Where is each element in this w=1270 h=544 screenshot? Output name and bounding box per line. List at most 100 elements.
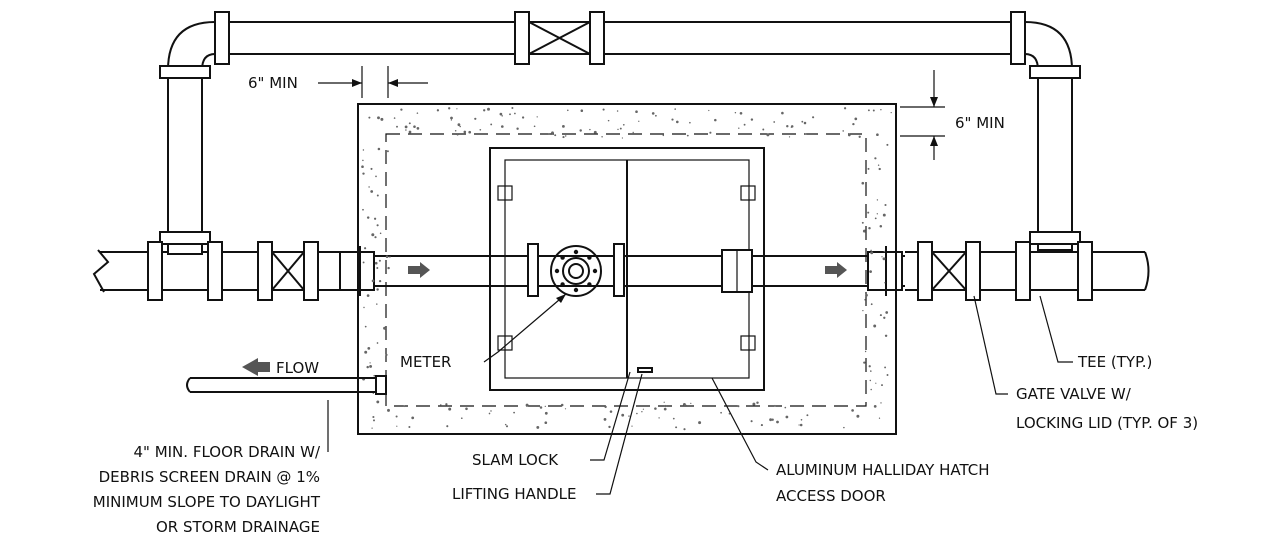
concrete-speckle: [362, 149, 365, 151]
concrete-speckle: [862, 309, 864, 312]
concrete-speckle: [368, 186, 370, 188]
concrete-speckle: [376, 303, 378, 305]
concrete-speckle: [396, 425, 398, 427]
concrete-speckle: [766, 133, 770, 137]
concrete-speckle: [602, 108, 605, 111]
concrete-speckle: [739, 111, 743, 115]
concrete-speckle: [698, 421, 702, 425]
concrete-speckle: [499, 112, 503, 116]
concrete-speckle: [686, 134, 689, 137]
concrete-speckle: [385, 255, 389, 259]
concrete-speckle: [672, 417, 675, 420]
concrete-speckle: [879, 314, 882, 317]
concrete-speckle: [608, 425, 611, 429]
min-horizontal-label: 6" MIN: [248, 74, 298, 92]
concrete-speckle: [873, 405, 877, 408]
concrete-speckle: [851, 409, 854, 412]
concrete-speckle: [554, 134, 557, 137]
concrete-speckle: [812, 116, 815, 119]
concrete-speckle: [366, 365, 369, 369]
concrete-speckle: [663, 401, 665, 403]
concrete-speckle: [870, 251, 874, 255]
concrete-speckle: [867, 109, 870, 112]
concrete-speckle: [877, 164, 880, 166]
meter-assembly: [527, 243, 753, 297]
meter-bolt: [554, 268, 560, 274]
concrete-speckle: [562, 125, 565, 128]
floor-drain-label-line-2: DEBRIS SCREEN DRAIN @ 1%: [99, 468, 320, 486]
concrete-speckle: [869, 270, 872, 273]
concrete-speckle: [799, 423, 803, 427]
concrete-speckle: [536, 425, 540, 429]
concrete-speckle: [413, 125, 416, 128]
concrete-speckle: [396, 125, 398, 128]
concrete-speckle: [752, 402, 756, 406]
meter-label: METER: [400, 353, 451, 371]
concrete-speckle: [874, 217, 877, 220]
concrete-speckle: [884, 203, 887, 207]
concrete-speckle: [842, 130, 844, 132]
concrete-speckle: [886, 374, 889, 376]
concrete-speckle: [371, 279, 375, 283]
concrete-speckle: [621, 413, 625, 417]
tee-label: TEE (TYP.): [1077, 353, 1152, 371]
concrete-speckle: [364, 350, 368, 354]
concrete-speckle: [635, 110, 638, 114]
concrete-speckle: [385, 353, 388, 356]
concrete-speckle: [379, 232, 382, 235]
concrete-speckle: [628, 415, 630, 417]
concrete-speckle: [800, 418, 803, 421]
concrete-speckle: [457, 123, 461, 127]
concrete-speckle: [709, 131, 712, 134]
concrete-speckle: [440, 404, 442, 406]
concrete-speckle: [387, 408, 390, 412]
hatch-label-line-2: ACCESS DOOR: [776, 487, 886, 505]
concrete-speckle: [459, 125, 461, 128]
concrete-speckle: [776, 420, 779, 424]
concrete-speckle: [373, 374, 376, 377]
concrete-speckle: [737, 405, 740, 408]
concrete-speckle: [869, 379, 872, 382]
concrete-speckle: [378, 259, 381, 262]
concrete-speckle: [865, 293, 868, 297]
concrete-speckle: [781, 111, 784, 115]
concrete-speckle: [854, 117, 858, 121]
concrete-speckle: [389, 256, 391, 258]
concrete-speckle: [760, 424, 763, 427]
concrete-speckle: [544, 411, 548, 415]
concrete-speckle: [369, 364, 373, 368]
concrete-speckle: [371, 233, 375, 237]
concrete-speckle: [468, 130, 472, 134]
concrete-speckle: [378, 279, 382, 283]
main-line-flanges: [147, 241, 1093, 301]
concrete-speckle: [483, 109, 486, 112]
concrete-speckle: [416, 127, 420, 130]
concrete-speckle: [750, 118, 754, 121]
concrete-speckle: [376, 288, 379, 291]
concrete-speckle: [880, 109, 882, 111]
concrete-speckle: [361, 165, 364, 169]
meter-bolt: [592, 268, 598, 274]
concrete-speckle: [376, 400, 380, 404]
concrete-speckle: [881, 256, 883, 258]
concrete-speckle: [371, 427, 373, 429]
concrete-speckle: [376, 194, 379, 197]
concrete-speckle: [487, 107, 490, 111]
concrete-speckle: [514, 112, 516, 115]
concrete-speckle: [638, 120, 640, 122]
concrete-speckle: [885, 311, 889, 314]
concrete-speckle: [662, 134, 665, 137]
concrete-speckle: [369, 362, 371, 364]
concrete-speckle: [883, 316, 886, 319]
concrete-speckle: [579, 129, 582, 132]
concrete-speckle: [636, 412, 638, 415]
concrete-speckle: [870, 303, 873, 306]
concrete-speckle: [505, 425, 509, 428]
concrete-speckle: [490, 410, 492, 412]
concrete-speckle: [617, 128, 619, 131]
flow-label: FLOW: [276, 359, 319, 377]
concrete-speckle: [762, 128, 765, 131]
concrete-speckle: [593, 130, 597, 134]
concrete-speckle: [603, 418, 607, 421]
concrete-speckle: [416, 112, 419, 114]
